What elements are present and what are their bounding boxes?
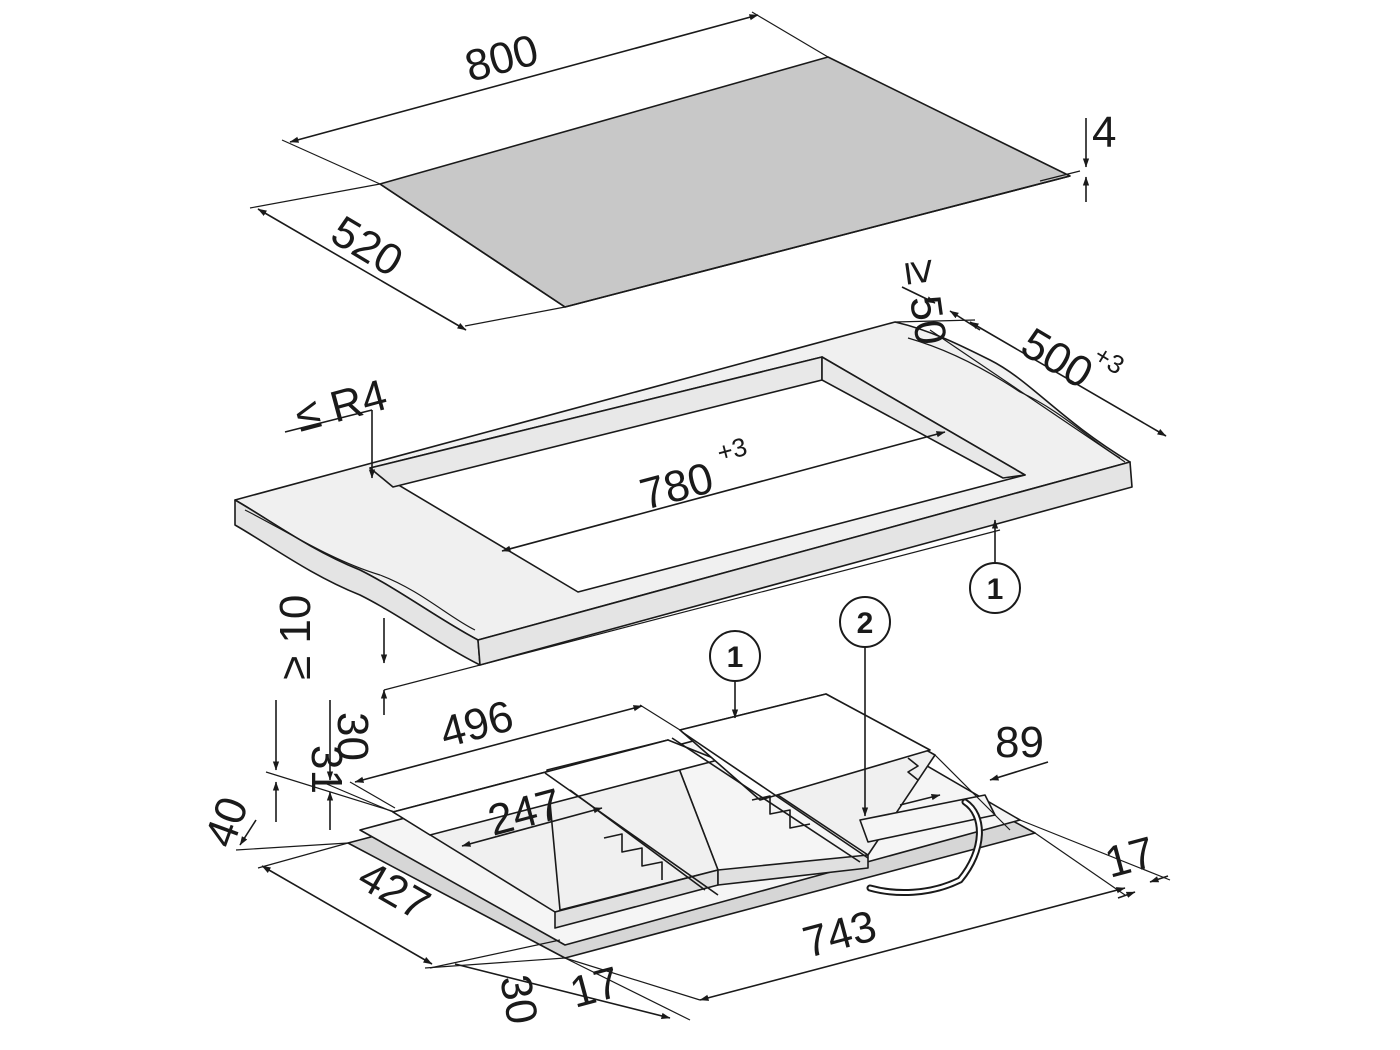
dim-30-bottom-label: 30 [490, 971, 547, 1028]
callout-2-label: 2 [857, 607, 874, 640]
dim-30-left-label: 30 [328, 712, 377, 761]
dim-10-label: ≥ 10 [271, 595, 320, 680]
dim-r4-label: ≤ R4 [290, 370, 392, 441]
glass-top [379, 56, 1081, 308]
dimension-30-bottom: 30 [429, 939, 671, 1028]
dim-800-label: 800 [460, 25, 544, 91]
dimension-17-bottom: 17 [564, 957, 691, 1021]
dim-89-label: 89 [995, 718, 1044, 767]
dimension-40: 40 [195, 791, 349, 854]
dim-4-label: 4 [1092, 108, 1116, 157]
dimension-4: 4 [1082, 108, 1116, 202]
dimension-89: 89 [899, 718, 1049, 831]
callout-1-hob-label: 1 [727, 641, 744, 674]
dim-40-label: 40 [195, 791, 258, 854]
dim-743-label: 743 [798, 901, 882, 967]
dimension-10: ≥ 10 [271, 529, 1001, 715]
callout-2: 2 [839, 596, 891, 817]
callout-1-label: 1 [987, 573, 1004, 606]
dimension-50: ≥ 50 [894, 257, 981, 348]
dim-31-label: 31 [302, 745, 351, 794]
callout-1-hob: 1 [709, 630, 761, 719]
dimension-17-right: 17 [1019, 819, 1171, 899]
dim-17-bottom-label: 17 [565, 958, 625, 1018]
dim-50-label: ≥ 50 [895, 257, 955, 348]
dim-17-right-label: 17 [1100, 828, 1160, 888]
dim-496-label: 496 [435, 691, 519, 757]
dim-520-label: 520 [323, 207, 411, 287]
callout-1-countertop: 1 [969, 519, 1021, 614]
dim-500-tolerance: +3 [1089, 339, 1130, 380]
